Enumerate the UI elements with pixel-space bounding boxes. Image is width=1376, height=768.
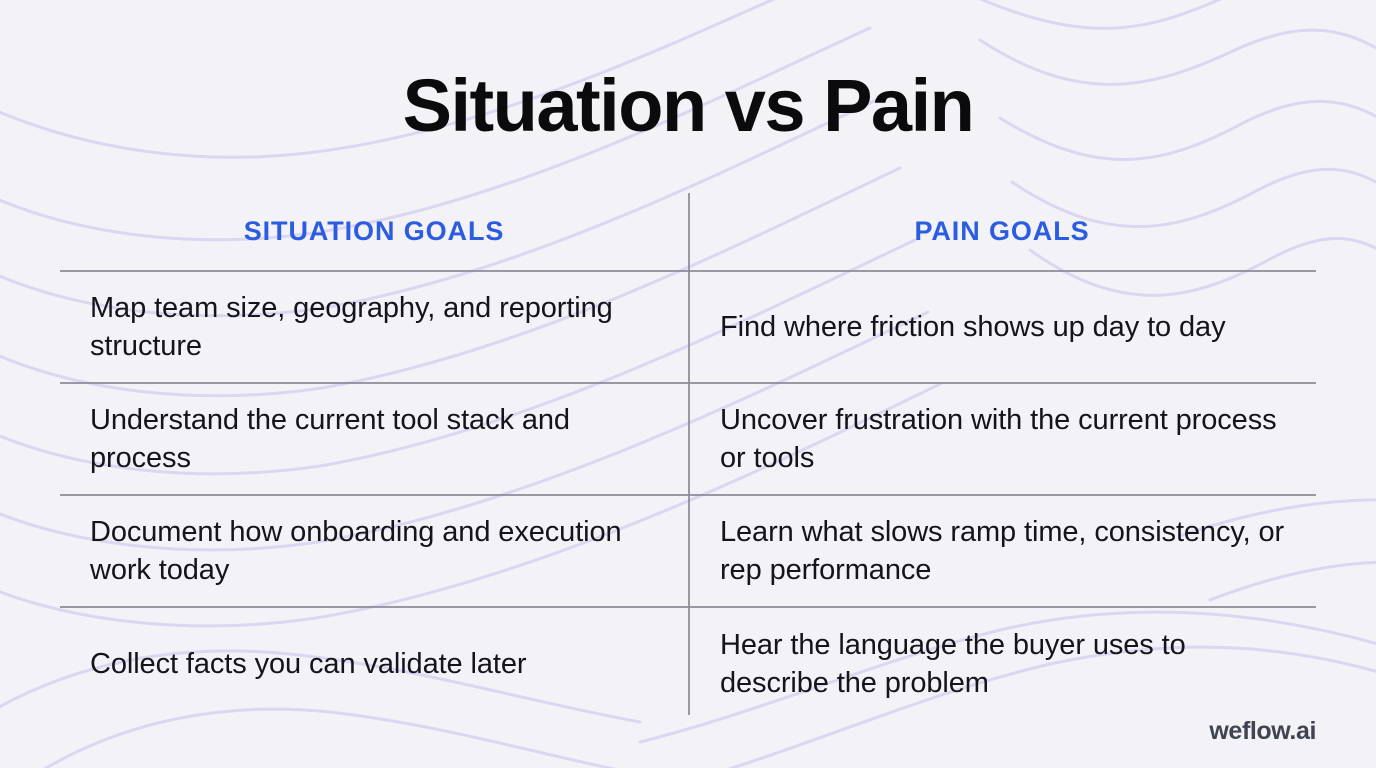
column-header-pain: PAIN GOALS — [914, 216, 1090, 246]
cell-situation: Map team size, geography, and reporting … — [90, 292, 613, 362]
comparison-table: SITUATION GOALS PAIN GOALS Map team size… — [60, 193, 1316, 720]
cell-pain: Hear the language the buyer uses to desc… — [720, 629, 1186, 699]
cell-situation: Document how onboarding and execution wo… — [90, 516, 622, 586]
header-rule — [60, 270, 1316, 272]
cell-pain: Find where friction shows up day to day — [720, 311, 1226, 343]
row-divider — [60, 494, 1316, 496]
brand-logo: weflow.ai — [1209, 717, 1316, 745]
column-header-situation: SITUATION GOALS — [243, 216, 505, 246]
cell-pain: Learn what slows ramp time, consistency,… — [720, 516, 1285, 586]
cell-situation: Collect facts you can validate later — [90, 648, 527, 680]
page-title: Situation vs Pain — [402, 64, 975, 147]
row-divider — [60, 382, 1316, 384]
cell-situation: Understand the current tool stack and pr… — [90, 404, 570, 474]
cell-pain: Uncover frustration with the current pro… — [720, 404, 1277, 474]
row-divider — [60, 606, 1316, 608]
